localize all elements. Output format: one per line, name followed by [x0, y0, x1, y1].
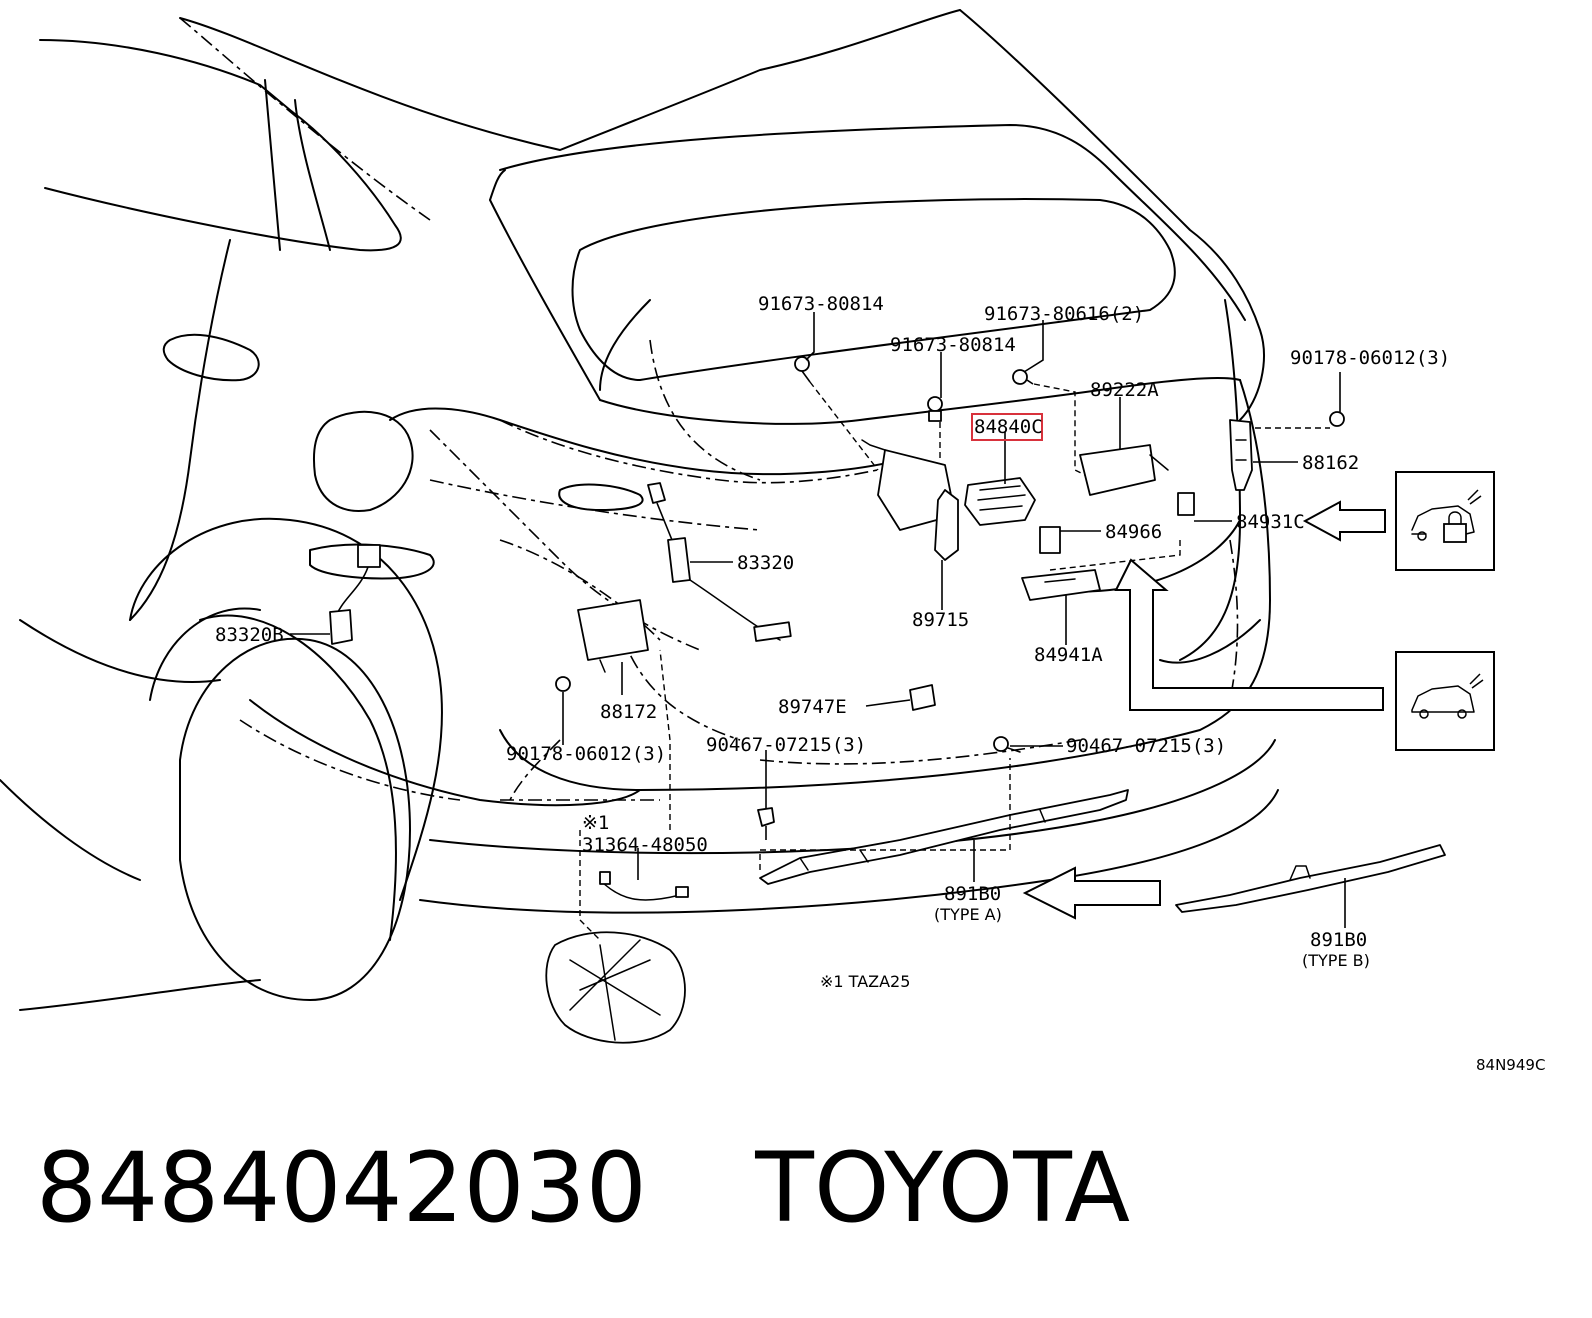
label-91673-80616: 91673-80616(2) [984, 303, 1144, 325]
label-89747e: 89747E [778, 696, 847, 718]
module-89715 [861, 439, 959, 561]
highlight-box-84840c [971, 413, 1043, 441]
switch-84931c [1177, 492, 1195, 516]
label-88172: 88172 [600, 701, 657, 723]
arrow-to-84931c [1302, 500, 1386, 542]
label-90467-07215-b: 90467-07215(3) [1066, 735, 1226, 757]
label-89715: 89715 [912, 609, 969, 631]
sensor-31364-48050 [599, 871, 689, 901]
car-body-outline [0, 9, 1279, 1011]
label-88162: 88162 [1302, 452, 1359, 474]
label-84966: 84966 [1105, 521, 1162, 543]
module-89222a [1079, 444, 1169, 496]
label-84931c: 84931C [1236, 511, 1305, 533]
nut-90178-06012-b [555, 676, 571, 692]
molding-891b0-type-a [759, 789, 1129, 885]
arrow-to-891b0 [1022, 866, 1161, 920]
arrows [1022, 500, 1386, 920]
label-90178-06012-b: 90178-06012(3) [506, 743, 666, 765]
arrow-to-84966 [1114, 558, 1384, 711]
bolt-91673-80814-a [794, 356, 811, 383]
label-89222a: 89222A [1090, 379, 1159, 401]
bracket-88162 [1229, 419, 1253, 491]
damper-83320b [329, 544, 381, 645]
car-lock-icon [1395, 471, 1495, 571]
label-84840c: 84840C [974, 416, 1043, 438]
label-31364-48050: 31364-48050 [582, 834, 708, 856]
module-88172 [577, 599, 649, 673]
label-note: ※1 TAZA25 [820, 972, 910, 991]
label-90467-07215-a: 90467-07215(3) [706, 734, 866, 756]
parts [329, 356, 1446, 1044]
label-90178-06012-a: 90178-06012(3) [1290, 347, 1450, 369]
clip-89747e [909, 684, 936, 711]
bolt-91673-80814-b [927, 396, 943, 422]
transmission [545, 931, 686, 1044]
callout-labels: 91673-80814 91673-80616(2) 91673-80814 9… [215, 293, 1545, 1074]
leader-lines [290, 312, 1346, 941]
label-891b0-b: 891B0 [1310, 929, 1367, 951]
bolt-91673-80616 [1012, 369, 1034, 385]
label-91673-80814-b: 91673-80814 [890, 334, 1016, 356]
label-drawing-code: 84N949C [1476, 1056, 1545, 1074]
handle-84941a [1021, 569, 1101, 601]
label-type-b: (TYPE B) [1302, 951, 1370, 970]
label-type-a: (TYPE A) [934, 905, 1002, 924]
label-mark-ref: ※1 [582, 812, 609, 834]
switch-84966 [1039, 526, 1061, 554]
label-84941a: 84941A [1034, 644, 1103, 666]
label-91673-80814-a: 91673-80814 [758, 293, 884, 315]
sensor-84840c [964, 477, 1036, 526]
label-83320b: 83320B [215, 624, 284, 646]
part-number: 8484042030 [36, 1132, 647, 1244]
dashed-outlines [179, 17, 1239, 801]
damper-83320 [647, 482, 792, 642]
label-891b0-a: 891B0 [944, 883, 1001, 905]
car-rear-icon [1395, 651, 1495, 751]
nut-90178-06012-a [1329, 411, 1345, 427]
clip-90467-left [757, 807, 775, 840]
brand-name: TOYOTA [755, 1132, 1131, 1244]
molding-891b0-type-b [1175, 844, 1446, 913]
label-83320: 83320 [737, 552, 794, 574]
footer: 8484042030 TOYOTA [36, 1140, 1130, 1260]
clip-90467-right [993, 736, 1021, 753]
